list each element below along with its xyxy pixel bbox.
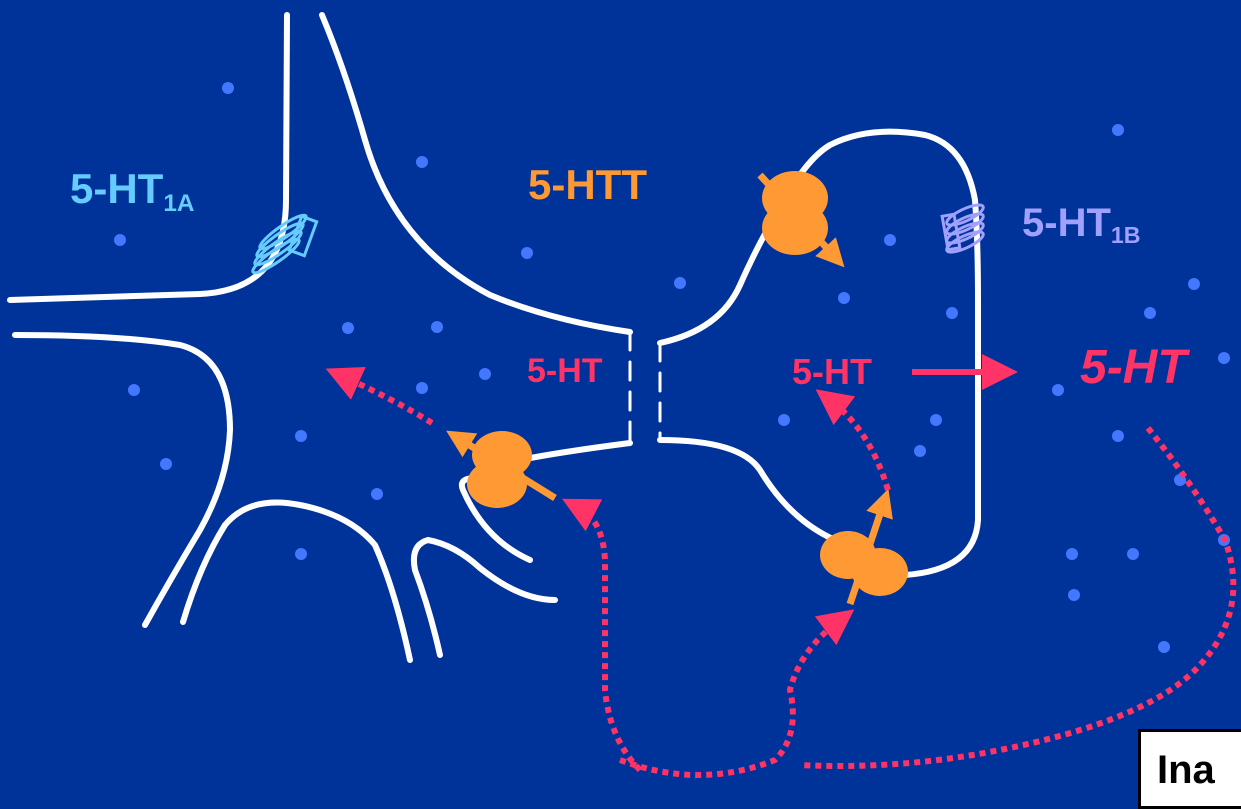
label-5-ht1a-sub: 1A xyxy=(163,190,194,217)
label-5-ht1b-main: 5-HT xyxy=(1022,201,1111,245)
label-5-ht1a: 5-HT1A xyxy=(70,168,194,210)
dotted-pathways xyxy=(342,376,1233,775)
label-5-ht1a-main: 5-HT xyxy=(70,165,163,212)
dotted-arrow-to-postsynaptic xyxy=(578,507,640,770)
transporter-postsynaptic-icon xyxy=(458,431,555,508)
label-5-ht-presynaptic: 5-HT xyxy=(792,354,872,390)
postsynaptic-neuron xyxy=(10,15,660,660)
label-5-ht1b-sub: 1B xyxy=(1111,222,1141,248)
partial-box-text: Ina xyxy=(1157,748,1215,793)
dotted-arrow-presynaptic-up xyxy=(830,400,888,490)
label-5-ht-synapse: 5-HT xyxy=(527,354,603,388)
label-5-ht1b: 5-HT1B xyxy=(1022,203,1141,243)
dotted-path-extracellular xyxy=(800,428,1233,766)
label-5-ht-extracellular: 5-HT xyxy=(1080,344,1187,392)
serotonin-dots xyxy=(114,82,1230,653)
dotted-arrow-postsynaptic-uptake xyxy=(342,376,432,423)
transporter-upper-icon xyxy=(760,171,835,257)
transporter-lower-icon xyxy=(820,502,908,604)
label-5-htt: 5-HTT xyxy=(528,164,647,206)
dotted-arrow-to-lower-transporter xyxy=(620,620,840,775)
partial-text-box: Ina xyxy=(1138,729,1241,809)
